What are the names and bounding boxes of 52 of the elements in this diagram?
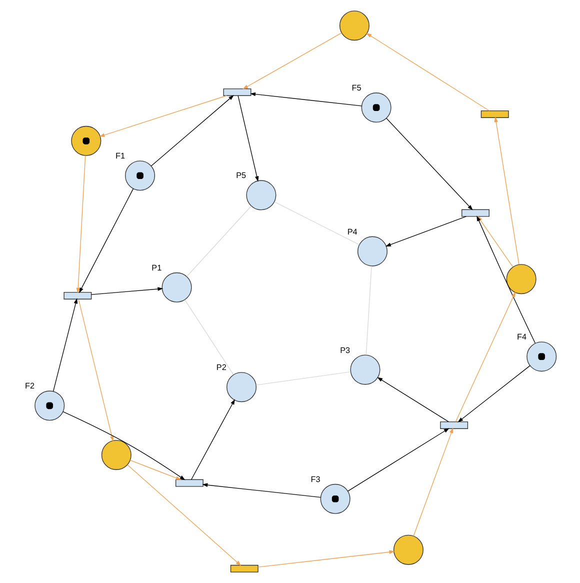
- arrow: [78, 299, 114, 442]
- arrow: [129, 460, 181, 480]
- node-circle: [226, 372, 256, 402]
- arrow: [150, 95, 234, 166]
- node-bar: [440, 421, 468, 429]
- arrow: [62, 411, 185, 480]
- connector: [186, 206, 252, 277]
- node-bar: [63, 292, 92, 300]
- node-circle: [506, 264, 536, 294]
- arrow: [76, 155, 86, 294]
- node-circle: [360, 92, 391, 123]
- arrow: [346, 428, 449, 492]
- node-bar: [230, 564, 258, 572]
- arrow: [454, 292, 516, 422]
- arrow: [494, 116, 519, 265]
- node-circle: [70, 126, 101, 156]
- arrow: [386, 118, 472, 210]
- node-circle: [124, 160, 155, 191]
- arrow: [98, 95, 226, 137]
- arrow: [376, 377, 448, 422]
- node-circle: [320, 484, 350, 514]
- arrow: [242, 32, 342, 90]
- connector: [184, 299, 234, 375]
- node-bar: [480, 110, 508, 118]
- node-circle: [246, 180, 276, 210]
- connector: [255, 371, 350, 386]
- node-circle: [392, 534, 423, 565]
- arrow: [366, 32, 490, 112]
- arrow: [202, 483, 320, 498]
- connector: [365, 266, 372, 356]
- node-bar: [174, 479, 203, 487]
- arrow: [257, 550, 394, 568]
- arrow: [384, 216, 466, 246]
- connector: [274, 201, 360, 245]
- node-circle: [350, 354, 380, 385]
- arrow: [457, 365, 530, 422]
- arrow: [237, 95, 258, 182]
- arrow: [78, 188, 134, 294]
- node-circle: [161, 272, 192, 302]
- node-circle: [338, 10, 369, 41]
- node-circle: [356, 236, 387, 266]
- arrow: [190, 399, 234, 480]
- node-bar: [461, 209, 489, 217]
- node-circle: [526, 342, 556, 372]
- arrow: [52, 298, 78, 392]
- arrow: [250, 92, 362, 106]
- arrow: [412, 428, 453, 536]
- arrow: [126, 464, 241, 566]
- arrow: [90, 287, 163, 295]
- node-bar: [222, 88, 251, 96]
- node-circle: [34, 390, 64, 421]
- node-circle: [100, 440, 131, 470]
